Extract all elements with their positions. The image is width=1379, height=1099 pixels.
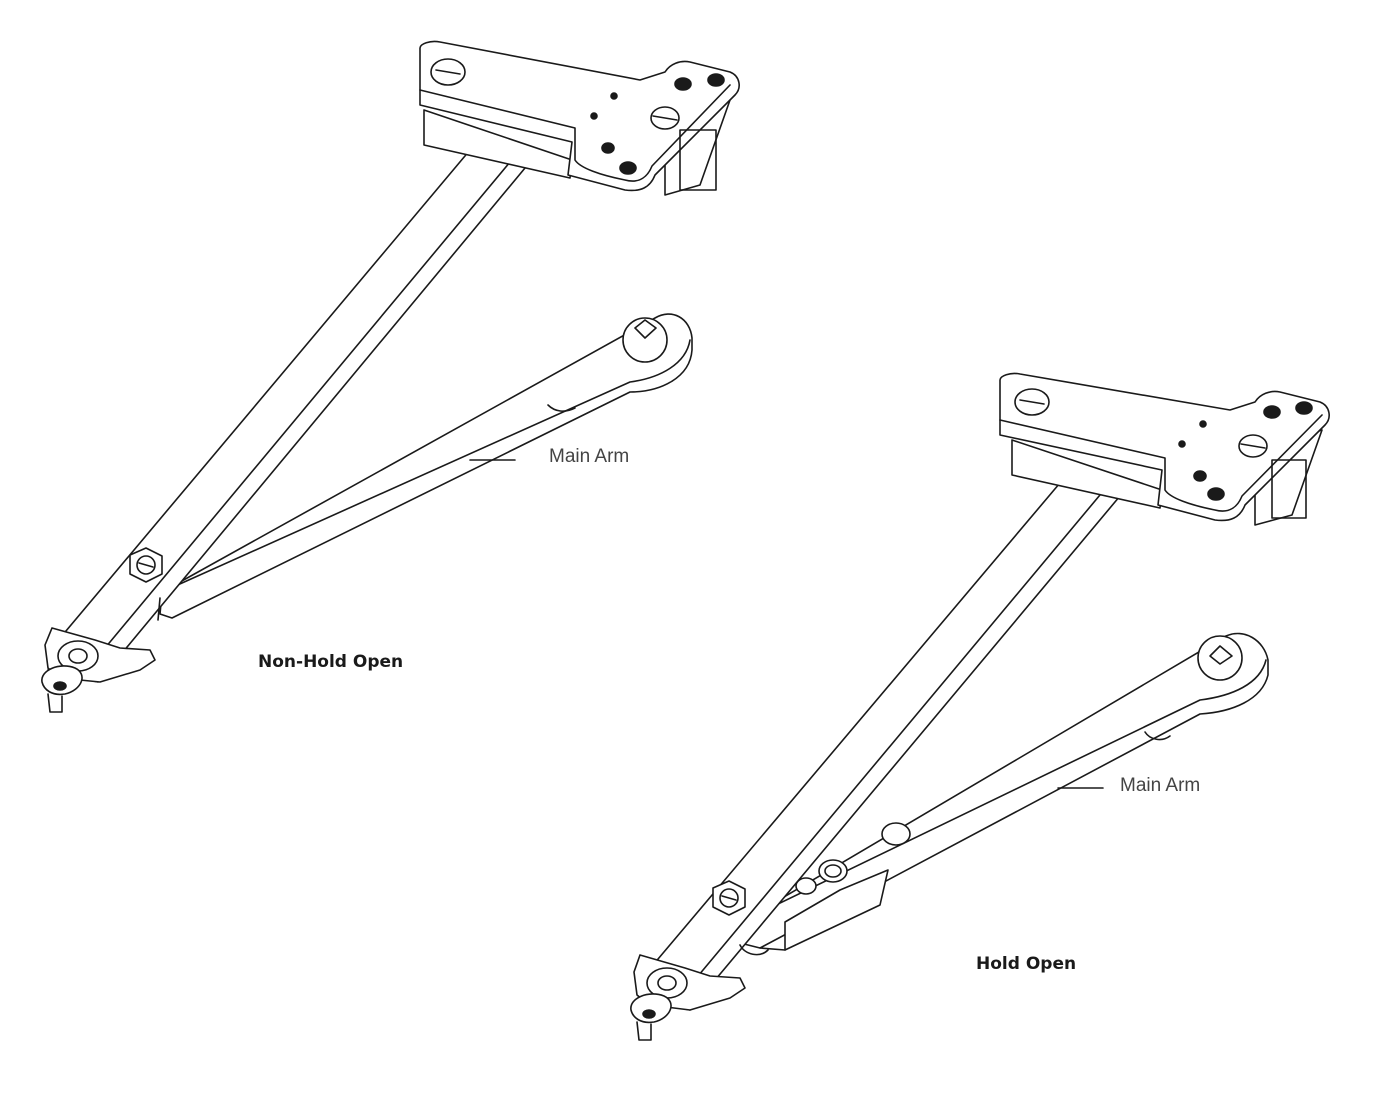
bracket-1 — [419, 40, 740, 196]
forearm-1 — [47, 143, 531, 683]
non-hold-open-title: Non-Hold Open — [258, 652, 404, 672]
pivot-shoe-1 — [41, 627, 156, 713]
bracket-2 — [999, 372, 1330, 526]
non-hold-open-assembly — [41, 40, 740, 713]
hold-open-assembly — [630, 372, 1330, 1041]
hold-open-title: Hold Open — [976, 954, 1077, 974]
pivot-shoe-2 — [630, 944, 769, 1041]
main-arm-callout-1: Main Arm — [549, 446, 630, 467]
adjust-nut-2 — [712, 880, 746, 916]
main-arm-2 — [743, 632, 1269, 951]
main-arm-1 — [159, 313, 693, 619]
main-arm-callout-2: Main Arm — [1120, 775, 1201, 796]
adjust-nut-1 — [129, 547, 163, 583]
